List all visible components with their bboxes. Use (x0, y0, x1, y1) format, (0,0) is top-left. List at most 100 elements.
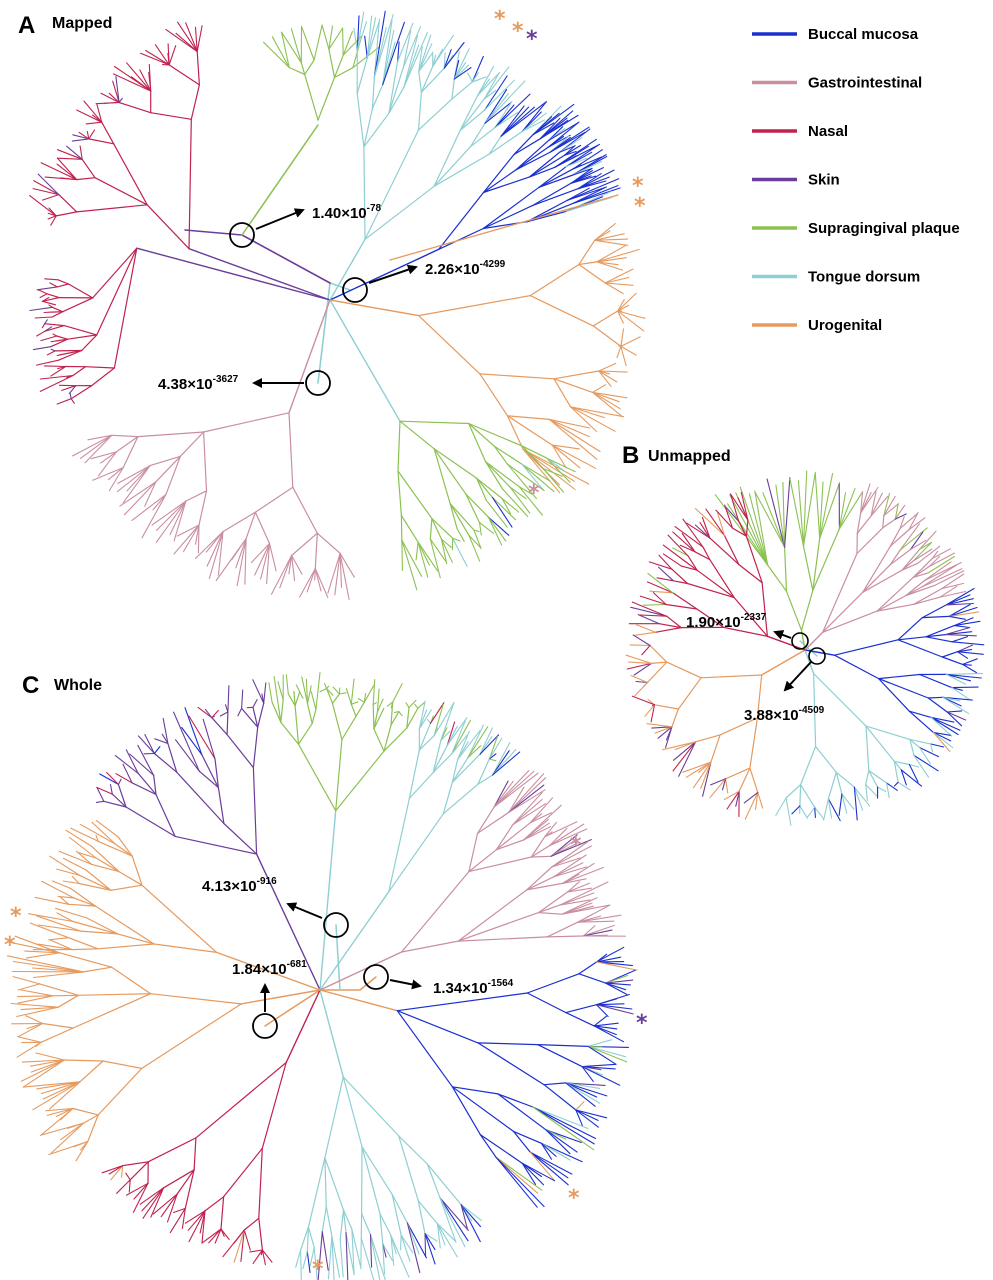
tree-branch (894, 502, 899, 520)
tree-branch (131, 494, 167, 521)
tree-branch (725, 506, 740, 522)
tree-branch (42, 1081, 81, 1100)
tree-branch (52, 333, 58, 337)
tree-branch (376, 698, 384, 713)
tree-branch (594, 230, 611, 241)
tree-branch (754, 492, 786, 548)
tree-branch (173, 711, 200, 772)
tree-branch (532, 1106, 597, 1140)
tree-branch (634, 631, 656, 636)
tree-branch (137, 431, 205, 438)
tree-branch (912, 557, 934, 578)
tree-branch (956, 651, 984, 655)
tree-branch (328, 27, 344, 50)
tree-branch (173, 1207, 186, 1214)
tree-branch (605, 982, 628, 996)
pvalue-label: 4.38×10-3627 (158, 374, 239, 393)
panel-a-title: Mapped (52, 15, 112, 32)
tree-branch (478, 522, 482, 536)
tree-branch (329, 248, 440, 301)
tree-branch (397, 470, 433, 520)
tree-branch (604, 282, 624, 295)
tree-branch (92, 247, 138, 299)
tree-branch (39, 293, 48, 299)
tree-branch (672, 547, 689, 557)
tree-branch (757, 791, 764, 809)
tree-branch (899, 523, 920, 551)
tree-branch (35, 359, 60, 366)
tree-branch (83, 100, 103, 123)
tree-branch (252, 679, 265, 704)
tree-branch (889, 549, 901, 566)
tree-branch (255, 853, 321, 991)
tree-branch (118, 870, 143, 886)
tree-branch (94, 905, 155, 945)
tree-branch (154, 44, 170, 66)
tree-branch (643, 681, 649, 688)
tree-branch (453, 64, 469, 80)
tree-branch (152, 494, 167, 511)
tree-branch (390, 1234, 410, 1278)
tree-branch (862, 569, 903, 593)
tree-branch (501, 497, 512, 515)
tree-branch (925, 624, 955, 638)
panel-b-title: Unmapped (648, 448, 731, 465)
tree-branch (672, 592, 698, 610)
tree-branch (49, 855, 81, 876)
tree-branch (39, 983, 80, 996)
tree-branch (812, 537, 821, 592)
tree-branch (398, 1135, 428, 1165)
significance-asterisk: * (512, 19, 524, 44)
tree-branch (681, 532, 696, 553)
tree-branch (34, 896, 70, 905)
tree-branch (328, 48, 336, 79)
tree-branch (596, 257, 627, 263)
tree-branch (40, 1122, 85, 1136)
tree-branch (58, 194, 78, 213)
tree-branch (647, 572, 674, 594)
tree-branch (300, 1226, 310, 1251)
legend-label: Gastrointestinal (808, 75, 922, 92)
tree-branch (86, 917, 119, 935)
tree-branch (493, 770, 530, 808)
tree-branch (295, 684, 301, 693)
tree-branch (417, 701, 426, 709)
tree-branch (153, 943, 218, 954)
tree-branch (324, 1076, 344, 1159)
tree-branch (57, 349, 83, 361)
tree-branch (856, 515, 872, 535)
tree-branch (493, 445, 509, 465)
tree-branch (20, 1059, 65, 1082)
tree-branch (418, 722, 432, 751)
tree-branch (710, 778, 727, 786)
tree-branch (897, 639, 943, 658)
tree-branch (812, 672, 817, 748)
tree-branch (598, 362, 617, 372)
tree-branch (300, 1249, 302, 1280)
tree-branch (587, 1039, 613, 1047)
tree-branch (518, 486, 543, 516)
tree-branch (865, 783, 868, 802)
tree-branch (617, 292, 637, 312)
tree-branch (141, 1187, 165, 1212)
tree-branch (261, 1061, 287, 1150)
tree-branch (288, 66, 306, 76)
tree-branch (495, 1156, 539, 1194)
tree-branch (141, 1003, 242, 1070)
tree-branch (883, 495, 896, 517)
tree-branch (775, 797, 787, 816)
tree-branch (78, 882, 112, 891)
tree-branch (403, 34, 419, 88)
tree-branch (227, 685, 230, 713)
tree-branch (598, 370, 628, 373)
tree-branch (436, 1223, 457, 1242)
tree-branch (162, 717, 169, 745)
panel-c-title: Whole (54, 677, 102, 694)
tree-branch (468, 849, 497, 873)
tree-branch (469, 122, 486, 148)
tree-branch (822, 610, 878, 633)
tree-branch (948, 603, 971, 617)
tree-branch (41, 300, 57, 306)
tree-branch (856, 512, 862, 535)
tree-branch (921, 564, 958, 588)
